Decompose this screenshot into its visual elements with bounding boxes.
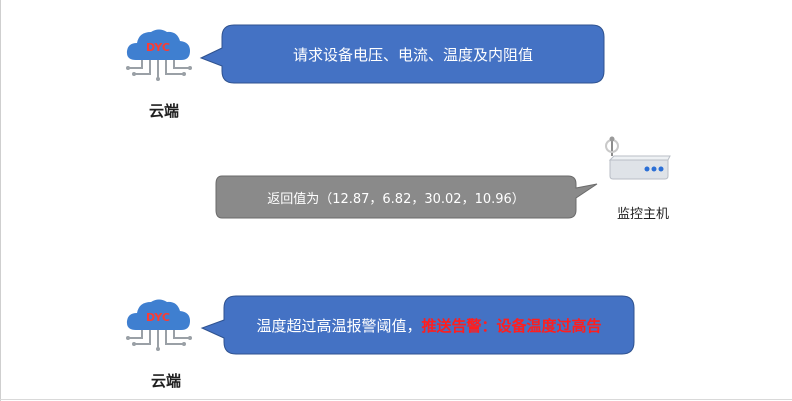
cloud-icon-bottom: DYC bbox=[120, 294, 200, 354]
alert-prefix-text: 温度超过高温报警阈值， bbox=[256, 316, 422, 335]
cloud-label-top: 云端 bbox=[148, 102, 179, 120]
cloud-icon-top: DYC bbox=[120, 24, 200, 84]
router-icon bbox=[600, 134, 674, 184]
host-label: 监控主机 bbox=[616, 207, 669, 222]
request-text: 请求设备电压、电流、温度及内阻值 bbox=[292, 45, 533, 64]
response-message: 返回值为（12.87，6.82，30.02，10.96） bbox=[216, 176, 576, 218]
cloud-logo-text: DYC bbox=[146, 41, 170, 54]
response-text: 返回值为（12.87，6.82，30.02，10.96） bbox=[267, 191, 525, 207]
left-border bbox=[0, 0, 1, 401]
cloud-label-bottom: 云端 bbox=[150, 372, 181, 390]
bottom-border bbox=[0, 399, 792, 400]
request-message: 请求设备电压、电流、温度及内阻值 bbox=[222, 25, 604, 83]
alert-highlight-text: 推送告警：设备温度过高告 bbox=[421, 316, 602, 335]
cloud-logo-text: DYC bbox=[146, 311, 170, 324]
alert-message: 温度超过高温报警阈值，推送告警：设备温度过高告 bbox=[224, 296, 634, 354]
